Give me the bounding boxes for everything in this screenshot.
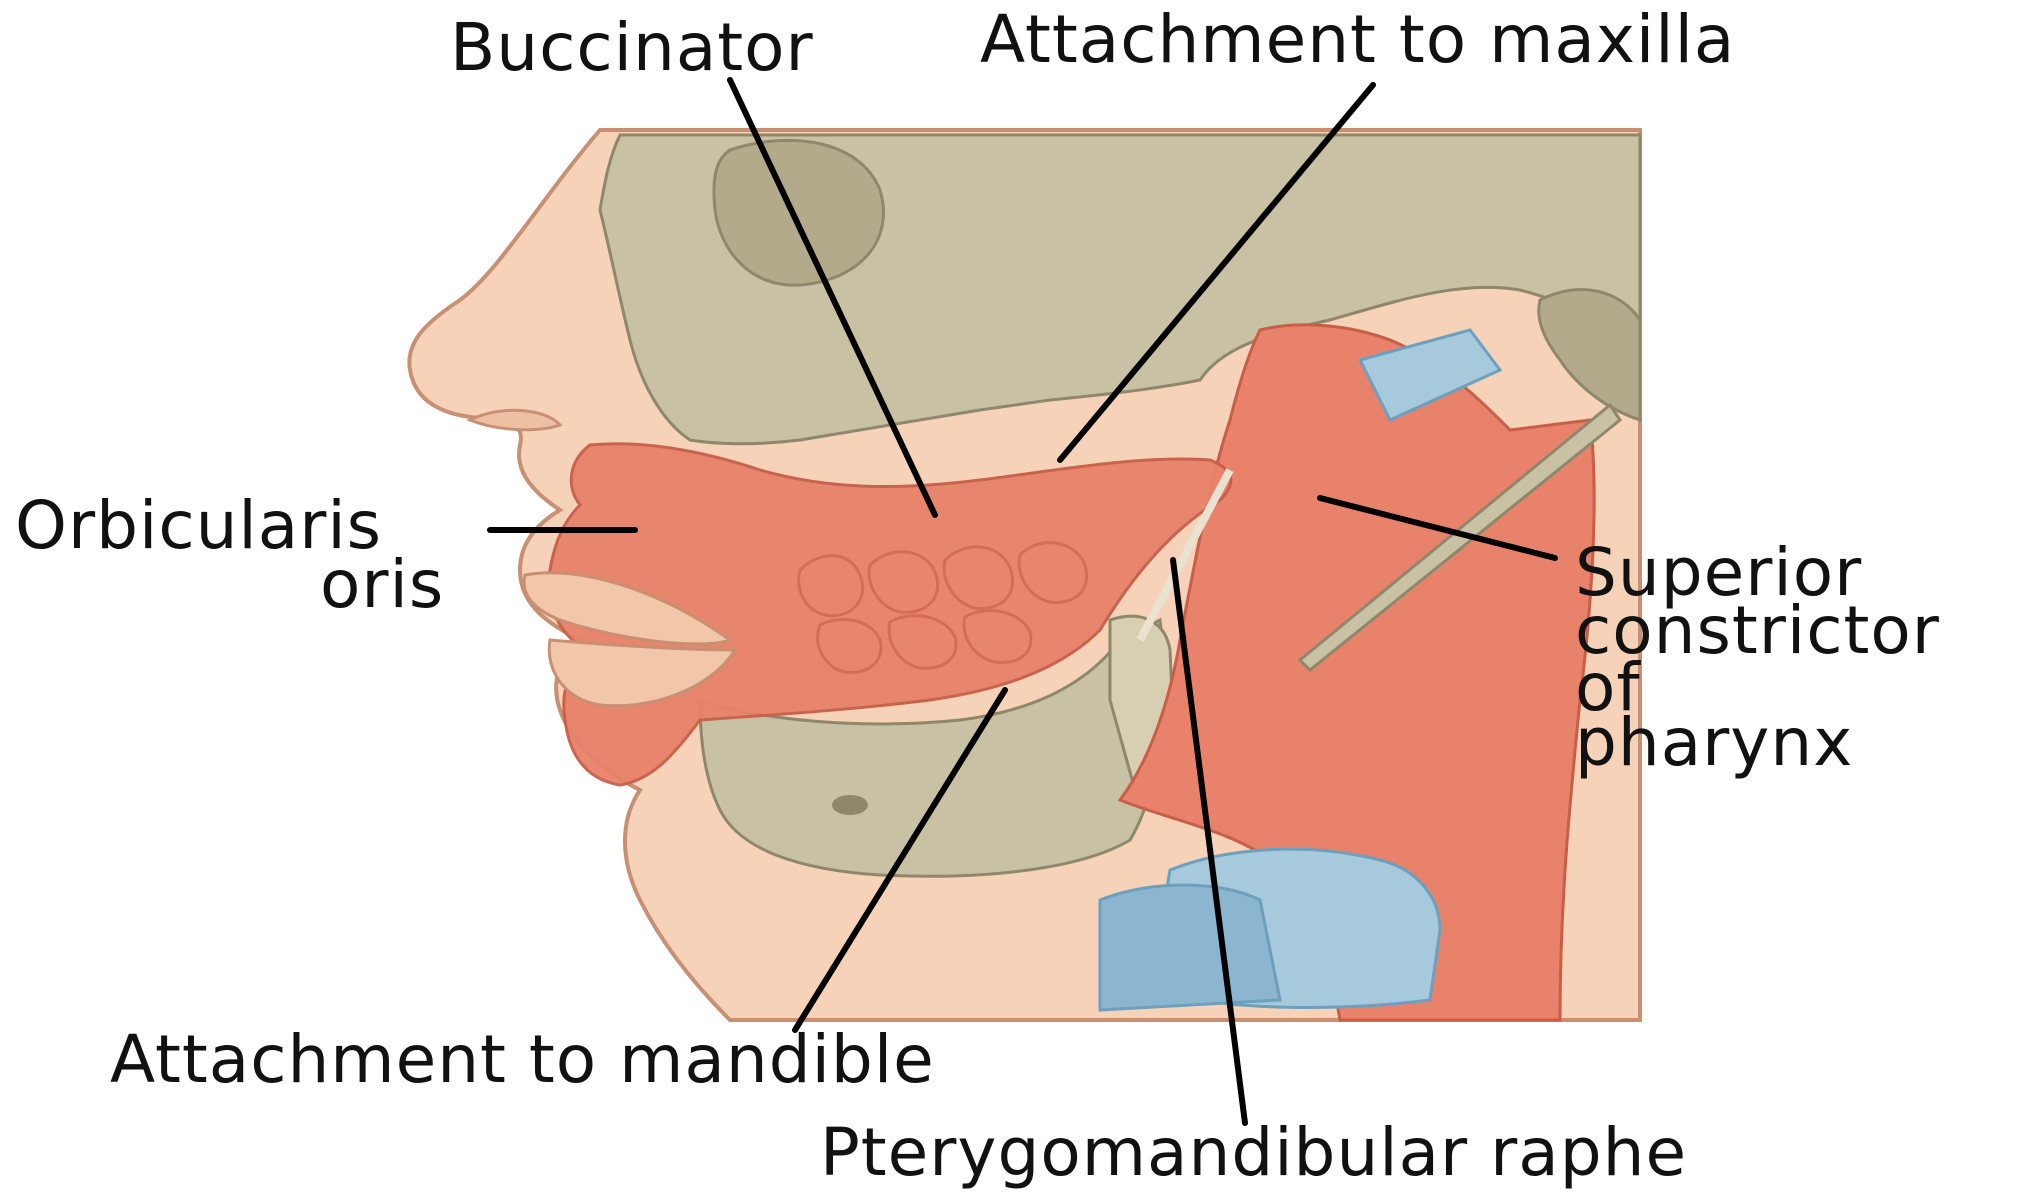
label-buccinator: Buccinator — [450, 9, 814, 86]
thyroid-cartilage — [1100, 885, 1280, 1010]
label-superior-line4: pharynx — [1575, 704, 1853, 781]
label-attachment-maxilla: Attachment to maxilla — [980, 1, 1735, 78]
label-orbicularis-line2: oris — [320, 546, 444, 623]
orbit — [714, 140, 884, 285]
illustration — [409, 130, 1640, 1020]
label-pterygomandibular: Pterygomandibular raphe — [820, 1114, 1687, 1191]
mental-foramen — [832, 795, 868, 815]
label-attachment-mandible: Attachment to mandible — [110, 1021, 935, 1098]
